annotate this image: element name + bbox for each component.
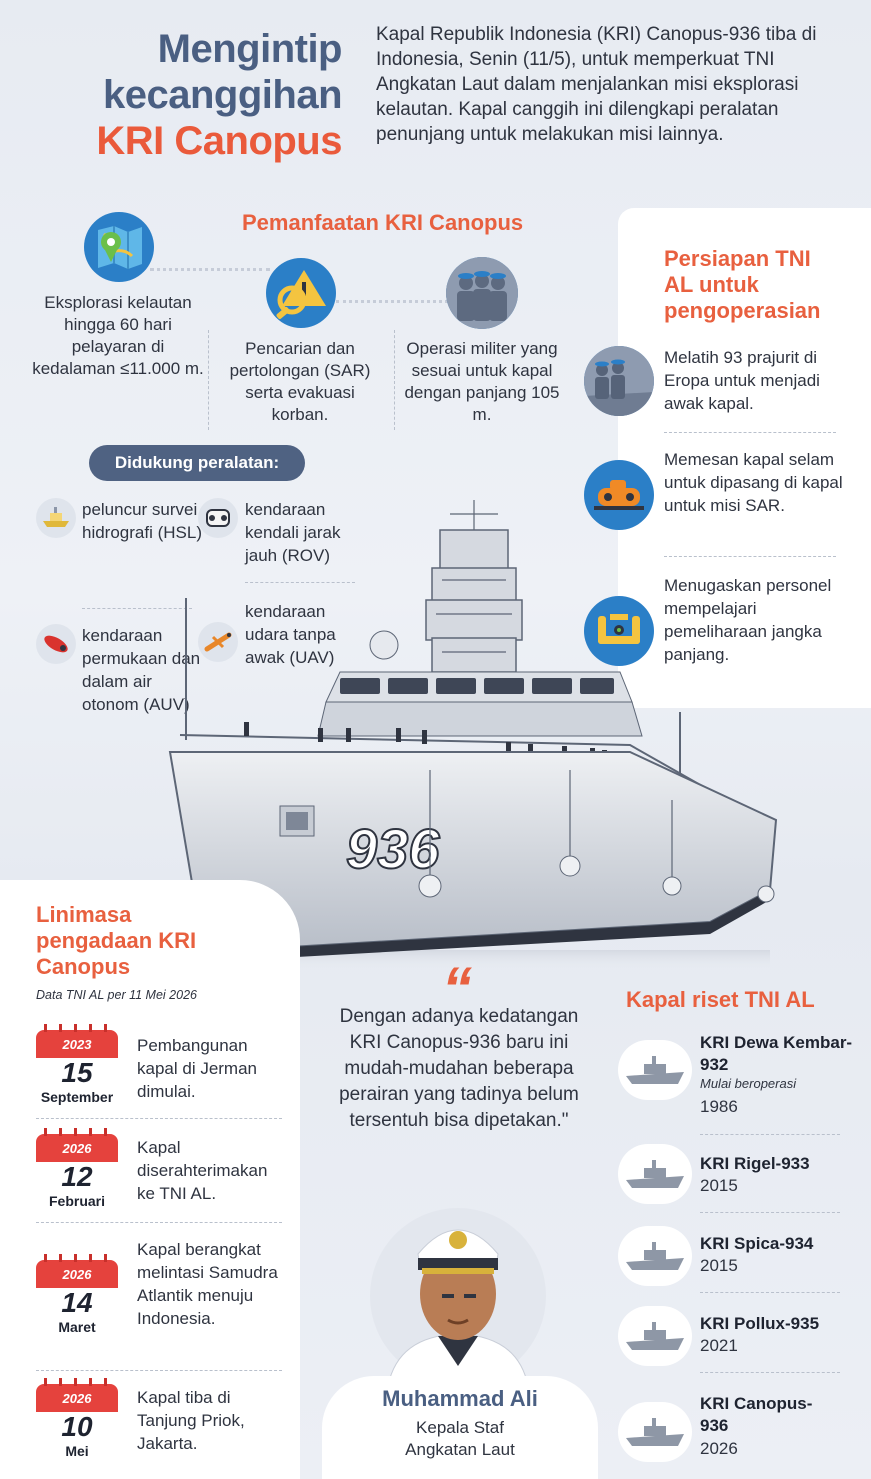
utilization-item-sar: Pencarian dan pertolongan (SAR) serta ev… bbox=[229, 339, 371, 424]
calendar-icon: 2026 14 Maret bbox=[36, 1254, 118, 1336]
divider bbox=[700, 1292, 840, 1293]
speaker-card bbox=[322, 1376, 598, 1479]
page-title: Mengintip kecanggihan KRI Canopus bbox=[30, 26, 342, 164]
submarine-icon bbox=[584, 460, 654, 530]
divider bbox=[36, 1222, 282, 1223]
research-ships-heading: Kapal riset TNI AL bbox=[626, 987, 815, 1012]
research-ship-year: 2015 bbox=[700, 1176, 738, 1195]
event-day: 14 bbox=[61, 1287, 93, 1318]
event-month: Februari bbox=[48, 1193, 105, 1209]
research-ship-year: 2021 bbox=[700, 1336, 738, 1355]
connector-line bbox=[336, 300, 448, 303]
uav-icon bbox=[198, 622, 238, 662]
ship-icon bbox=[618, 1040, 692, 1100]
speaker-role: Kepala Staf Angkatan Laut bbox=[405, 1418, 515, 1459]
calendar-icon: 2026 10 Mei bbox=[36, 1378, 118, 1460]
research-ship-year: 1986 bbox=[700, 1097, 738, 1116]
intro-paragraph: Kapal Republik Indonesia (KRI) Canopus-9… bbox=[376, 24, 817, 145]
divider bbox=[664, 556, 836, 557]
divider bbox=[82, 608, 192, 609]
utilization-item-military: Operasi militer yang sesuai untuk kapal … bbox=[404, 339, 560, 424]
hull-number: 936 bbox=[346, 817, 440, 880]
divider bbox=[700, 1212, 840, 1213]
research-ship-name: KRI Dewa Kembar-932 bbox=[700, 1033, 853, 1074]
timeline-event-text: Pembangunan kapal di Jerman dimulai. bbox=[137, 1036, 258, 1101]
timeline-event-text: Kapal diserahterimakan ke TNI AL. bbox=[137, 1138, 268, 1203]
calendar-icon: 2026 12 Februari bbox=[36, 1128, 118, 1210]
quote-mark-icon: “ bbox=[442, 955, 472, 1022]
equipment-item-hsl: peluncur survei hidrografi (HSL) bbox=[82, 500, 202, 542]
event-month: September bbox=[40, 1089, 114, 1105]
divider bbox=[664, 432, 836, 433]
quote-text: Dengan adanya kedatangan KRI Canopus-936… bbox=[339, 1006, 579, 1131]
divider bbox=[394, 330, 395, 430]
timeline-note: Data TNI AL per 11 Mei 2026 bbox=[36, 988, 197, 1002]
event-month: Maret bbox=[58, 1319, 96, 1335]
timeline-event-text: Kapal tiba di Tanjung Priok, Jakarta. bbox=[137, 1388, 245, 1453]
research-ship-name: KRI Pollux-935 bbox=[700, 1314, 820, 1333]
event-year: 2026 bbox=[36, 1254, 118, 1288]
calendar-icon: 2023 15 September bbox=[36, 1024, 118, 1106]
divider bbox=[36, 1118, 282, 1119]
preparation-heading: Persiapan TNI AL untuk pengoperasian bbox=[664, 246, 821, 323]
event-day: 10 bbox=[61, 1411, 93, 1442]
maintenance-icon bbox=[584, 596, 654, 666]
divider bbox=[245, 582, 355, 583]
ship-icon bbox=[618, 1306, 692, 1366]
map-pin-icon bbox=[84, 212, 154, 282]
divider bbox=[208, 330, 209, 430]
research-ship-note: Mulai beroperasi bbox=[700, 1076, 797, 1091]
event-year: 2026 bbox=[36, 1128, 118, 1162]
preparation-item-maintenance: Menugaskan personel mempelajari pemeliha… bbox=[664, 576, 832, 664]
utilization-heading: Pemanfaatan KRI Canopus bbox=[242, 210, 524, 235]
timeline-event-text: Kapal berangkat melintasi Samudra Atlant… bbox=[137, 1240, 278, 1328]
utilization-item-exploration: Eksplorasi kelautan hingga 60 hari pelay… bbox=[32, 293, 204, 378]
ship-icon bbox=[618, 1144, 692, 1204]
connector-line bbox=[150, 268, 270, 271]
preparation-item-training: Melatih 93 prajurit di Eropa untuk menja… bbox=[664, 348, 820, 413]
equipment-item-rov: kendaraan kendali jarak jauh (ROV) bbox=[245, 500, 341, 565]
ship-icon bbox=[618, 1226, 692, 1286]
ship-icon bbox=[618, 1402, 692, 1462]
preparation-panel bbox=[618, 208, 871, 708]
event-day: 12 bbox=[61, 1161, 93, 1192]
research-ship-year: 2015 bbox=[700, 1256, 738, 1275]
title-line-1: Mengintip bbox=[157, 27, 343, 71]
equipment-item-auv: kendaraan permukaan dan dalam air otonom… bbox=[82, 626, 201, 714]
event-month: Mei bbox=[65, 1443, 89, 1459]
admiral-portrait bbox=[370, 1208, 546, 1386]
divider bbox=[36, 1370, 282, 1371]
soldiers-ship-icon bbox=[584, 346, 654, 416]
research-ship-name: KRI Rigel-933 bbox=[700, 1154, 810, 1173]
speaker-name: Muhammad Ali bbox=[382, 1386, 538, 1411]
title-line-2: kecanggihan bbox=[102, 73, 343, 117]
research-ship-name: KRI Canopus-936 bbox=[700, 1394, 813, 1435]
equipment-item-uav: kendaraan udara tanpa awak (UAV) bbox=[245, 602, 336, 667]
rov-icon bbox=[198, 498, 238, 538]
auv-icon bbox=[36, 624, 76, 664]
research-ship-name: KRI Spica-934 bbox=[700, 1234, 814, 1253]
soldiers-icon bbox=[446, 257, 518, 329]
event-day: 15 bbox=[61, 1057, 93, 1088]
timeline-heading: Linimasa pengadaan KRI Canopus bbox=[36, 902, 197, 979]
preparation-item-submarine: Memesan kapal selam untuk dipasang di ka… bbox=[664, 450, 843, 515]
research-ship-year: 2026 bbox=[700, 1439, 738, 1458]
title-line-3: KRI Canopus bbox=[96, 119, 342, 163]
event-year: 2023 bbox=[36, 1024, 118, 1058]
divider bbox=[700, 1134, 840, 1135]
search-warning-icon bbox=[266, 258, 336, 328]
event-year: 2026 bbox=[36, 1378, 118, 1412]
hsl-boat-icon bbox=[36, 498, 76, 538]
divider bbox=[700, 1372, 840, 1373]
equipment-heading: Didukung peralatan: bbox=[89, 445, 305, 481]
